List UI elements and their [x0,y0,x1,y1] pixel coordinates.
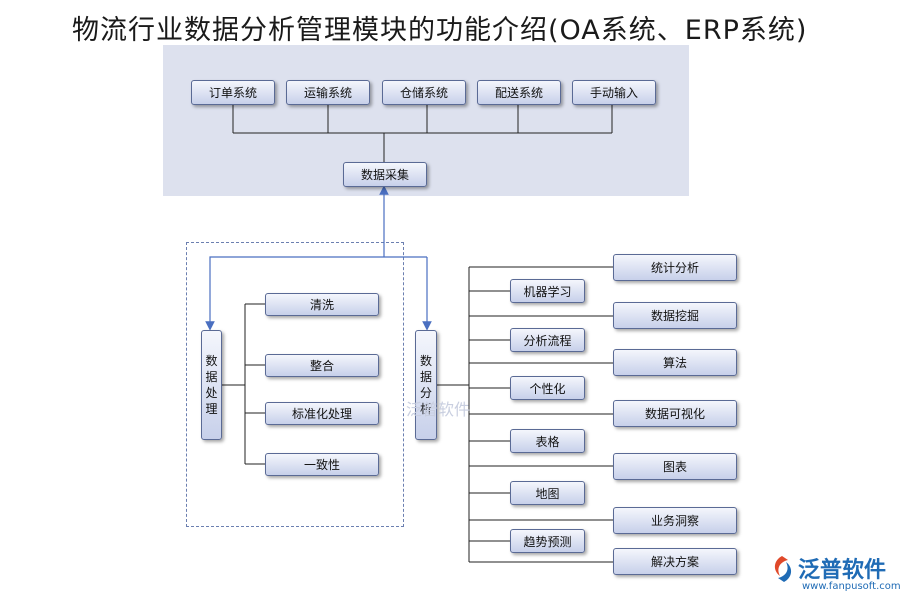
analysis-item-chart: 图表 [613,453,737,480]
analysis-item-statistical: 统计分析 [613,254,737,281]
data-analysis-node: 数据分析 [415,330,437,440]
processing-item-integration: 整合 [265,354,379,377]
analysis-item-data-mining: 数据挖掘 [613,302,737,329]
processing-item-consistency: 一致性 [265,453,379,476]
analysis-item-algorithm: 算法 [613,349,737,376]
brand-url: www.fanpusoft.com [802,581,900,592]
analysis-item-personalization: 个性化 [510,376,585,400]
brand-logo: 泛普软件 www.fanpusoft.com [768,552,900,598]
brand-logo-icon [774,556,792,582]
page-title: 物流行业数据分析管理模块的功能介绍(OA系统、ERP系统) [72,15,808,46]
data-processing-node: 数据处理 [201,330,222,440]
analysis-item-map: 地图 [510,481,585,505]
processing-item-cleaning: 清洗 [265,293,379,316]
analysis-item-solution: 解决方案 [613,548,737,575]
source-manual-input: 手动输入 [572,80,656,105]
analysis-item-table: 表格 [510,429,585,453]
analysis-item-visualization: 数据可视化 [613,400,737,427]
source-order-system: 订单系统 [191,80,275,105]
analysis-item-machine-learning: 机器学习 [510,279,585,303]
brand-name: 泛普软件 [798,558,887,583]
source-delivery-system: 配送系统 [477,80,561,105]
source-warehouse-system: 仓储系统 [382,80,466,105]
data-collection-node: 数据采集 [343,162,427,187]
processing-item-standardization: 标准化处理 [265,402,379,425]
processing-dashed-frame [186,242,404,527]
analysis-item-analysis-process: 分析流程 [510,328,585,352]
watermark-text: 泛普软件 [406,400,471,419]
source-transport-system: 运输系统 [286,80,370,105]
analysis-item-business-insight: 业务洞察 [613,507,737,534]
analysis-item-trend-forecast: 趋势预测 [510,529,585,553]
